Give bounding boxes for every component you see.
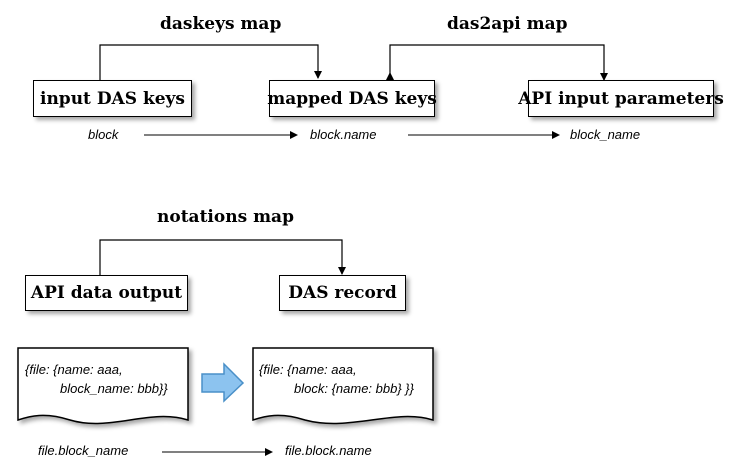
das2api-map-title: das2api map bbox=[447, 14, 568, 34]
block-dot-name-label: block.name bbox=[310, 127, 377, 142]
block-label: block bbox=[88, 127, 119, 142]
notations-map-connector bbox=[99, 239, 346, 276]
das-record-box: DAS record bbox=[279, 275, 406, 311]
das2api-map-connector bbox=[389, 44, 608, 81]
daskeys-map-title: daskeys map bbox=[160, 14, 282, 34]
mapped-das-keys-label: mapped DAS keys bbox=[267, 88, 437, 109]
file-block-underscore-name-label: file.block_name bbox=[38, 443, 129, 458]
input-das-keys-box: input DAS keys bbox=[33, 80, 192, 117]
daskeys-map-connector bbox=[99, 44, 322, 80]
api-document-line2: block_name: bbb}} bbox=[60, 381, 168, 396]
notations-map-title: notations map bbox=[157, 207, 294, 227]
input-das-keys-label: input DAS keys bbox=[39, 88, 185, 109]
block-underscore-name-label: block_name bbox=[570, 127, 641, 142]
api-document-shape bbox=[17, 347, 189, 425]
mapped-das-keys-box: mapped DAS keys bbox=[267, 80, 437, 117]
api-document-line1: {file: {name: aaa, bbox=[25, 362, 123, 377]
das-document-line1: {file: {name: aaa, bbox=[259, 362, 357, 377]
api-input-parameters-box: API input parameters bbox=[518, 80, 724, 117]
file-block-dot-name-label: file.block.name bbox=[285, 443, 372, 458]
api-data-output-label: API data output bbox=[30, 283, 183, 303]
das-document-line2: block: {name: bbb} }} bbox=[294, 381, 414, 396]
das-document-shape bbox=[252, 347, 434, 425]
api-input-parameters-label: API input parameters bbox=[518, 88, 724, 109]
right-block-arrow-icon bbox=[201, 362, 245, 403]
das-record-label: DAS record bbox=[288, 283, 397, 303]
api-data-output-box: API data output bbox=[25, 275, 188, 311]
